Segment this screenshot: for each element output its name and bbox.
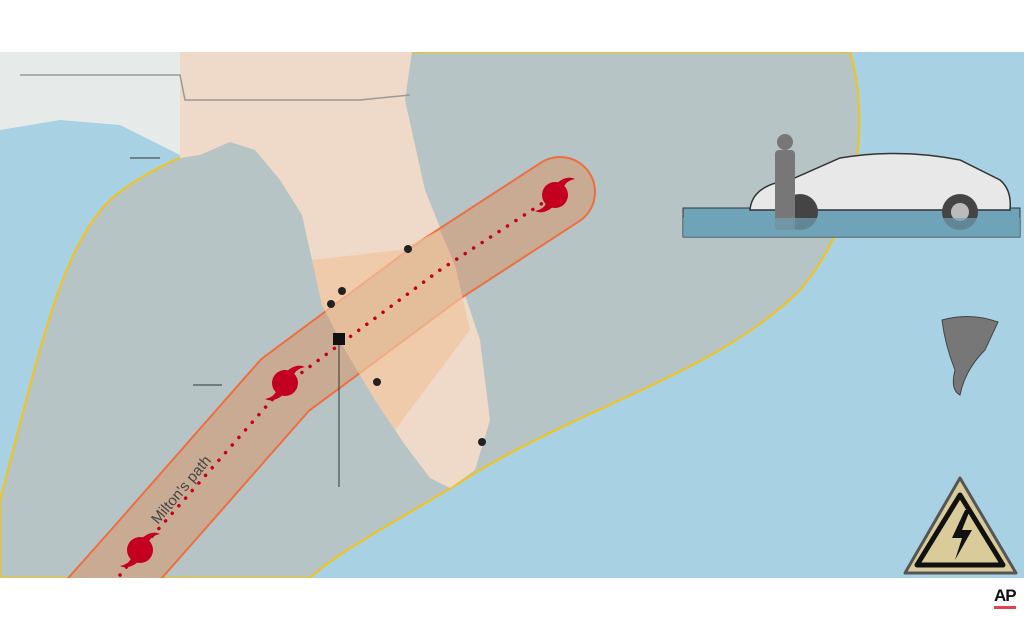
flooded-car-illustration xyxy=(682,134,1021,238)
hurricane-map: Milton's path xyxy=(0,52,1024,578)
florida-in-band xyxy=(312,230,470,430)
hurricane-icon xyxy=(120,177,575,568)
state-border xyxy=(20,74,411,101)
ap-logo: AP xyxy=(994,586,1017,605)
electric-hazard-icon xyxy=(903,476,1018,575)
landfall-marker xyxy=(333,333,345,345)
tornado-icon xyxy=(941,316,999,396)
leader-lines xyxy=(130,157,340,487)
city-dots xyxy=(327,245,486,446)
ap-logo-underline xyxy=(994,606,1016,609)
